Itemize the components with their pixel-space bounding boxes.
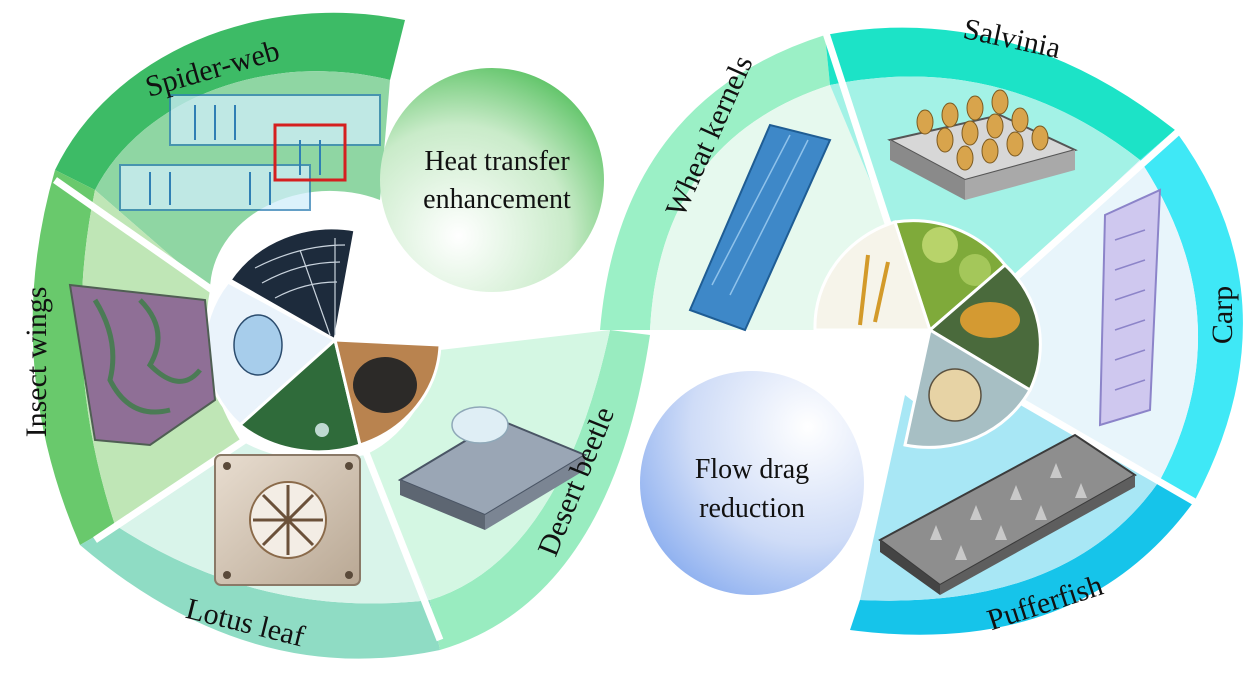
desert-beetle-ring <box>430 330 650 650</box>
carp-model <box>1098 188 1162 427</box>
spider-web-model <box>119 94 381 211</box>
wheat-kernels-model <box>688 123 832 332</box>
divider <box>821 28 899 247</box>
divider <box>361 448 444 642</box>
lotus-leaf-model <box>214 454 361 586</box>
salvinia-leaf <box>959 254 991 286</box>
wheat-kernels-ring <box>600 35 830 330</box>
heat-transfer-circle <box>380 68 604 292</box>
right-wheel: Wheat kernels Salvinia Carp Pufferfish F… <box>600 12 1243 637</box>
insect-wings-model <box>68 283 217 447</box>
wing-illustration <box>233 314 283 376</box>
insect-wings-ring <box>32 170 115 545</box>
pufferfish-body <box>928 368 982 422</box>
carp-ring <box>1140 130 1243 500</box>
salvinia-model <box>887 89 1078 200</box>
wheat-photo <box>813 220 933 332</box>
heat-transfer-label-line1: Heat transfer <box>424 146 570 177</box>
pufferfish-model <box>878 433 1137 595</box>
beetle-body <box>353 357 417 413</box>
pufferfish-ring <box>850 480 1195 635</box>
left-photo-cluster <box>203 226 442 454</box>
divider <box>1008 391 1202 509</box>
heat-transfer-label-line2: enhancement <box>423 184 571 215</box>
divider <box>52 177 218 295</box>
flow-drag-circle <box>640 371 864 595</box>
flow-drag-label-line2: reduction <box>699 493 805 524</box>
divider <box>982 127 1183 308</box>
left-wheel: Spider-web Insect wings Lotus leaf Deser… <box>20 12 650 659</box>
wheat-stalk <box>858 254 890 326</box>
flow-drag-label-line1: Flow drag <box>695 454 809 485</box>
lotus-leaf-ring <box>80 525 440 659</box>
segment-label-insect-wings: Insect wings <box>20 287 53 438</box>
salvinia-ring <box>825 27 1175 160</box>
carp-fish <box>960 302 1020 338</box>
segment-label-carp: Carp <box>1206 286 1239 344</box>
spider-web-ring <box>55 12 405 190</box>
lotus-leaf-photo <box>237 337 362 454</box>
desert-beetle-model <box>397 406 588 530</box>
spider-web-photo <box>227 226 357 343</box>
water-droplet <box>315 423 329 437</box>
right-photo-cluster <box>813 219 1042 449</box>
salvinia-leaf <box>922 227 958 263</box>
web-strands <box>254 238 346 336</box>
